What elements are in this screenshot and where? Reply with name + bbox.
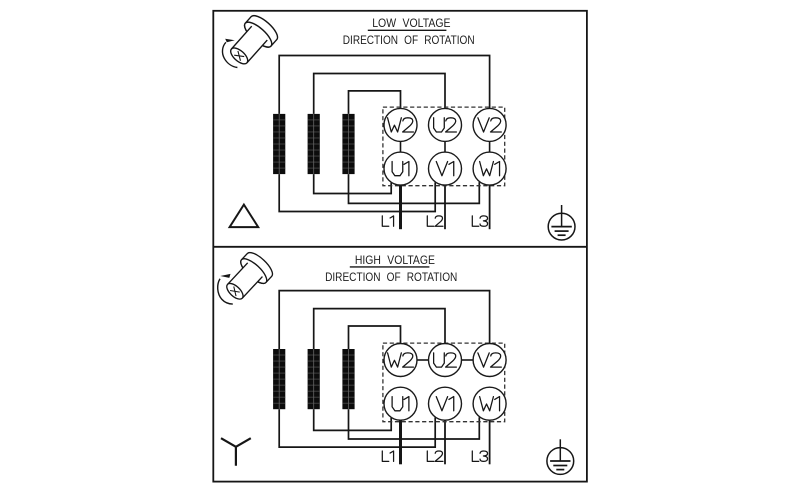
svg-text:DIRECTION OF ROTATION: DIRECTION OF ROTATION [325,271,457,284]
svg-text:LOW VOLTAGE: LOW VOLTAGE [372,17,450,30]
svg-text:HIGH VOLTAGE: HIGH VOLTAGE [355,254,435,267]
svg-text:DIRECTION OF ROTATION: DIRECTION OF ROTATION [343,34,475,47]
